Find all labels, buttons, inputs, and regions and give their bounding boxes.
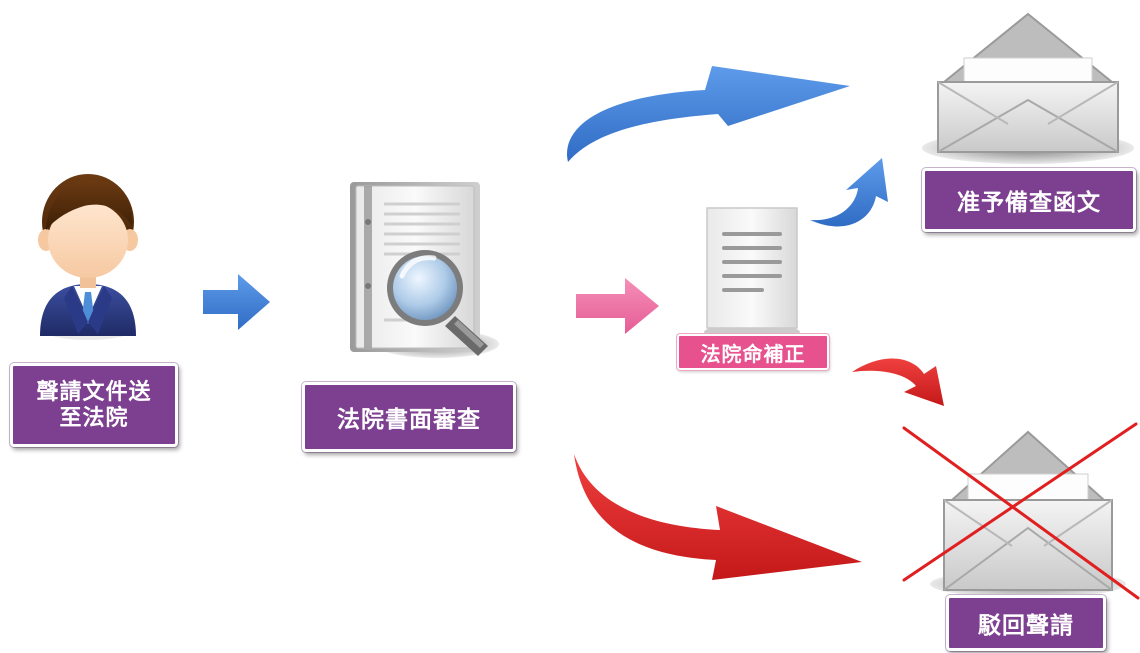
approve-label: 准予備查函文 (922, 168, 1136, 232)
person-icon (38, 174, 138, 340)
arrow-to-approve (567, 66, 850, 162)
correction-label: 法院命補正 (677, 334, 829, 370)
envelope-icon (922, 12, 1134, 164)
reject-label-text: 駁回聲請 (978, 612, 1074, 639)
arrow-correction-to-reject (852, 358, 944, 406)
arrow-correction-to-approve (810, 158, 888, 227)
arrow-to-reject (574, 454, 862, 580)
approve-label-text: 准予備查函文 (957, 189, 1101, 216)
correction-label-text: 法院命補正 (700, 341, 806, 366)
arrow-to-review (203, 274, 270, 330)
envelope-crossed-icon (930, 430, 1126, 598)
review-label: 法院書面審查 (302, 382, 516, 452)
applicant-label-text: 聲請文件送 至法院 (36, 379, 152, 431)
document-magnifier-icon (350, 182, 499, 358)
review-label-text: 法院書面審查 (337, 406, 481, 433)
reject-label: 駁回聲請 (946, 595, 1106, 651)
applicant-label: 聲請文件送 至法院 (10, 363, 178, 447)
arrow-to-correction (576, 278, 659, 334)
document-icon (704, 207, 800, 340)
cross-mark-icon (902, 422, 1140, 600)
